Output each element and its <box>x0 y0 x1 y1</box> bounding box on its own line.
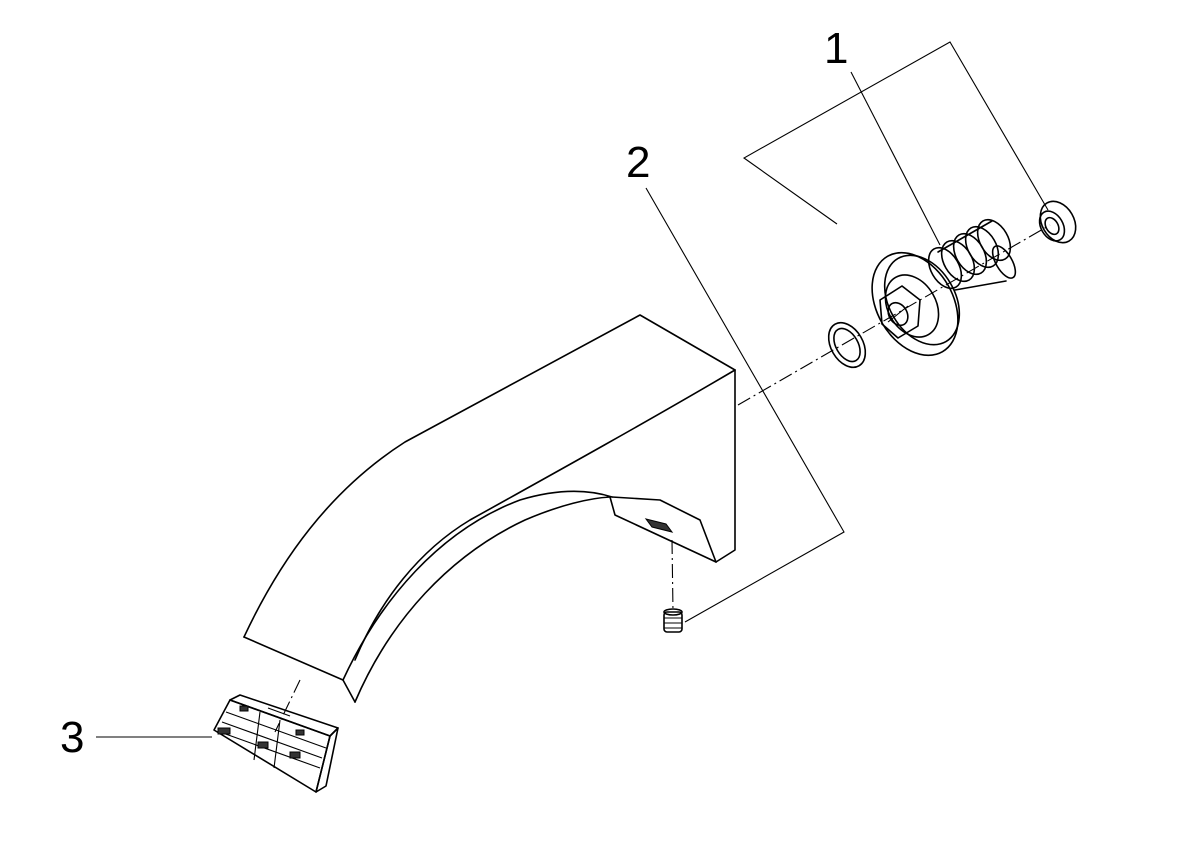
leader-1-to-body <box>850 71 941 246</box>
set-screw <box>663 608 683 633</box>
center-lines <box>274 224 1051 733</box>
leader-lines <box>96 41 1049 738</box>
leader-1-bracket <box>742 41 1049 225</box>
spout-body <box>243 314 736 703</box>
leader-2 <box>645 187 845 623</box>
connector-body <box>871 218 1017 357</box>
aerator-insert <box>213 694 339 793</box>
brand-mark-icon <box>644 518 674 533</box>
part-number-1: 1 <box>824 24 848 73</box>
rear-washer <box>1038 200 1077 244</box>
part-number-3: 3 <box>60 713 84 762</box>
o-ring <box>827 321 867 369</box>
part-number-2: 2 <box>626 138 650 187</box>
wall-connector <box>827 200 1077 369</box>
